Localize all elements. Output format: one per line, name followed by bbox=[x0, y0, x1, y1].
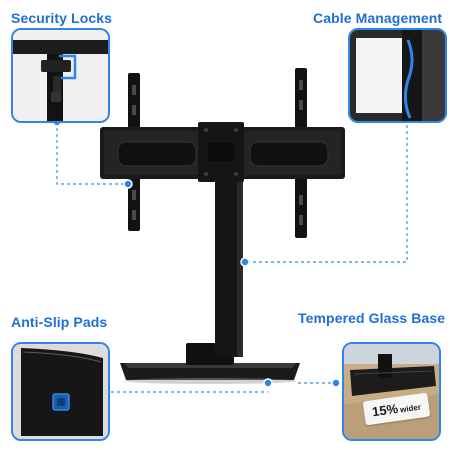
callout-anti-slip-pads: Anti-Slip Pads bbox=[11, 314, 108, 330]
tempered-glass-base-inset bbox=[342, 342, 441, 441]
security-locks-inset bbox=[11, 28, 110, 123]
callout-tempered-glass-base: Tempered Glass Base bbox=[298, 310, 446, 326]
callout-cable-management: Cable Management bbox=[313, 10, 443, 26]
anti-slip-pad-icon bbox=[13, 344, 108, 439]
callout-security-locks: Security Locks bbox=[11, 10, 112, 26]
badge-percent: 15% bbox=[371, 400, 399, 420]
cable-channel-icon bbox=[350, 30, 445, 121]
glass-base-icon bbox=[344, 344, 439, 439]
lock-detail-icon bbox=[13, 30, 108, 121]
badge-word: wider bbox=[399, 402, 422, 415]
cable-management-inset bbox=[348, 28, 447, 123]
anti-slip-pads-inset bbox=[11, 342, 110, 441]
